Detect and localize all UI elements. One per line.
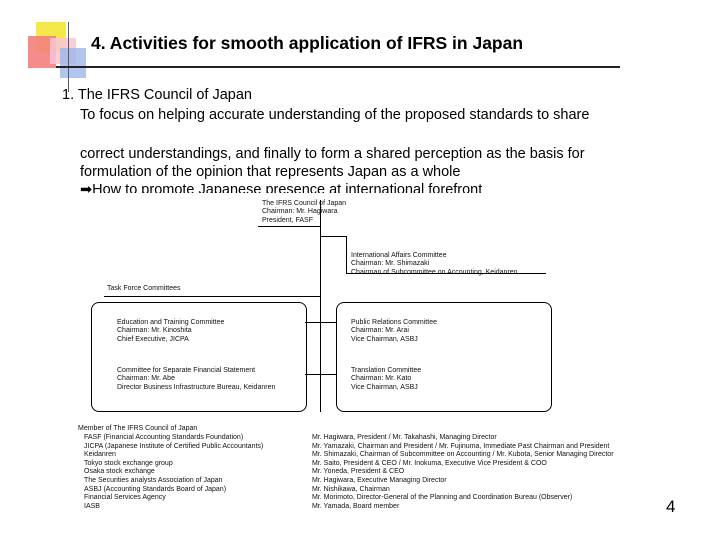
list-item: Mr. Yamada, Board member — [312, 502, 400, 510]
body-line-4: ➡How to promote Japanese presence at int… — [80, 182, 483, 193]
list-item: ASBJ (Accounting Standards Board of Japa… — [84, 485, 227, 493]
intl-connector — [320, 236, 347, 237]
title-underline — [56, 66, 620, 68]
member-organizations: FASF (Financial Accounting Standards Fou… — [84, 434, 263, 511]
list-item: IASB — [84, 502, 100, 510]
separate-fs-box: Committee for Separate Financial Stateme… — [117, 367, 276, 391]
list-item: Mr. Yoneda, President & CEO — [312, 468, 405, 476]
council-box: The IFRS Council of Japan Chairman: Mr. … — [262, 200, 347, 224]
decor-vertical-line — [68, 22, 69, 92]
list-item: JICPA (Japanese Institute of Certified P… — [84, 442, 264, 450]
list-item: The Securities analysts Association of J… — [84, 476, 223, 484]
list-item: Osaka stock exchange — [84, 468, 155, 476]
body-line-2: correct understandings, and finally to f… — [80, 146, 585, 162]
intl-underline — [346, 273, 546, 274]
list-item: Mr. Yamazaki, Chairman and President / M… — [312, 442, 610, 450]
translation-box: Translation Committee Chairman: Mr. Kato… — [351, 367, 422, 391]
decor-blue-square — [60, 48, 86, 78]
list-item: Mr. Morimoto, Director-General of the Pl… — [312, 494, 573, 502]
left-committee-frame — [91, 302, 307, 412]
task-force-label: Task Force Committees — [107, 285, 181, 292]
intl-affairs-box: International Affairs Committee Chairman… — [351, 252, 518, 276]
trans-connector — [320, 374, 336, 375]
body-line-3: formulation of the opinion that represen… — [80, 164, 461, 180]
list-item: Mr. Hagiwara, President / Mr. Takahashi,… — [312, 434, 497, 441]
members-heading: Member of The IFRS Council of Japan — [78, 425, 198, 432]
list-item: Tokyo stock exchange group — [84, 459, 173, 467]
right-committee-frame — [336, 302, 552, 412]
council-underline — [258, 226, 320, 227]
sfs-connector — [305, 374, 321, 375]
page-number: 4 — [666, 497, 676, 516]
task-force-underline — [104, 296, 321, 297]
list-item: Mr. Nishikawa, Chairman — [312, 485, 390, 493]
edu-connector — [305, 322, 321, 323]
body-line-1: To focus on helping accurate understandi… — [80, 107, 590, 123]
member-representatives: Mr. Hagiwara, President / Mr. Takahashi,… — [312, 434, 614, 511]
list-item: FASF (Financial Accounting Standards Fou… — [84, 434, 244, 441]
item-heading: 1. The IFRS Council of Japan — [62, 87, 252, 103]
intl-side-line — [346, 236, 347, 274]
org-spine — [320, 200, 321, 412]
list-item: Mr. Saito, President & CEO / Mr. Inokuma… — [312, 459, 547, 467]
public-relations-box: Public Relations Committee Chairman: Mr.… — [351, 319, 437, 343]
edu-training-box: Education and Training Committee Chairma… — [117, 319, 225, 343]
pr-connector — [320, 322, 336, 323]
list-item: Financial Services Agency — [84, 494, 166, 502]
list-item: Mr. Hagiwara, Executive Managing Directo… — [312, 476, 447, 484]
list-item: Mr. Shimazaki, Chairman of Subcommittee … — [312, 451, 614, 459]
list-item: Keidanren — [84, 451, 116, 459]
slide-title: 4. Activities for smooth application of … — [91, 33, 524, 53]
